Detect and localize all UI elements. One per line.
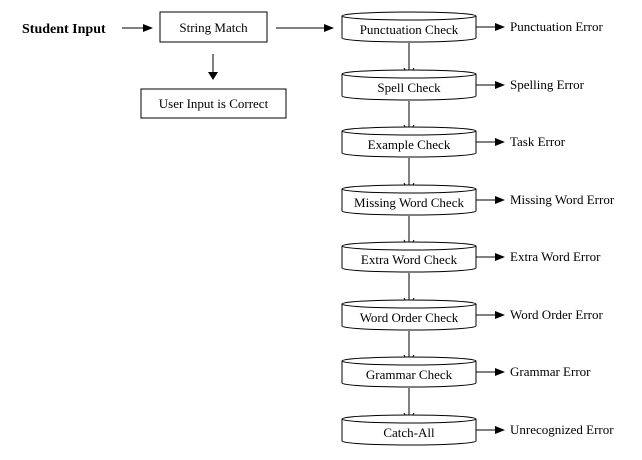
punctuation-error-label: Punctuation Error — [510, 19, 603, 34]
catch-all-node-top — [341, 414, 477, 424]
catch-all-label: Catch-All — [383, 425, 435, 440]
spell-check-node — [341, 74, 477, 101]
student-input-label: Student Input — [22, 22, 106, 37]
extra-word-error-label: Extra Word Error — [510, 249, 601, 264]
word-order-error-label: Word Order Error — [510, 307, 603, 322]
punctuation-check-node — [341, 16, 477, 43]
grammar-check-label: Grammar Check — [366, 367, 453, 382]
grammar-check-node-top — [341, 356, 477, 366]
spell-check-node-top — [341, 69, 477, 79]
example-check-node — [341, 131, 477, 158]
missing-word-check-node-top — [341, 184, 477, 194]
word-order-check-label: Word Order Check — [360, 310, 459, 325]
punctuation-check-label: Punctuation Check — [360, 22, 459, 37]
punctuation-check-node-top — [341, 11, 477, 21]
extra-word-check-node — [341, 246, 477, 273]
unrecognized-error-label: Unrecognized Error — [510, 422, 614, 437]
spelling-error-label: Spelling Error — [510, 77, 585, 92]
spell-check-label: Spell Check — [377, 80, 441, 95]
extra-word-check-label: Extra Word Check — [361, 252, 458, 267]
example-check-node-top — [341, 126, 477, 136]
missing-word-error-label: Missing Word Error — [510, 192, 615, 207]
catch-all-node — [341, 419, 477, 446]
user-input-correct-label: User Input is Correct — [159, 96, 269, 111]
arrow-string-match-to-correct-head — [208, 72, 218, 80]
string-match-label: String Match — [179, 20, 248, 35]
missing-word-check-label: Missing Word Check — [354, 195, 464, 210]
extra-word-check-node-top — [341, 241, 477, 251]
string-match-box — [159, 11, 268, 43]
user-input-correct-box — [140, 88, 287, 119]
grammar-error-label: Grammar Error — [510, 364, 591, 379]
grammar-check-node — [341, 361, 477, 388]
word-order-check-node — [341, 304, 477, 331]
word-order-check-node-top — [341, 299, 477, 309]
task-error-label: Task Error — [510, 134, 566, 149]
checks-pipeline: Punctuation Check Punctuation ErrorSpell … — [341, 11, 615, 446]
example-check-label: Example Check — [368, 137, 451, 152]
missing-word-check-node — [341, 189, 477, 216]
